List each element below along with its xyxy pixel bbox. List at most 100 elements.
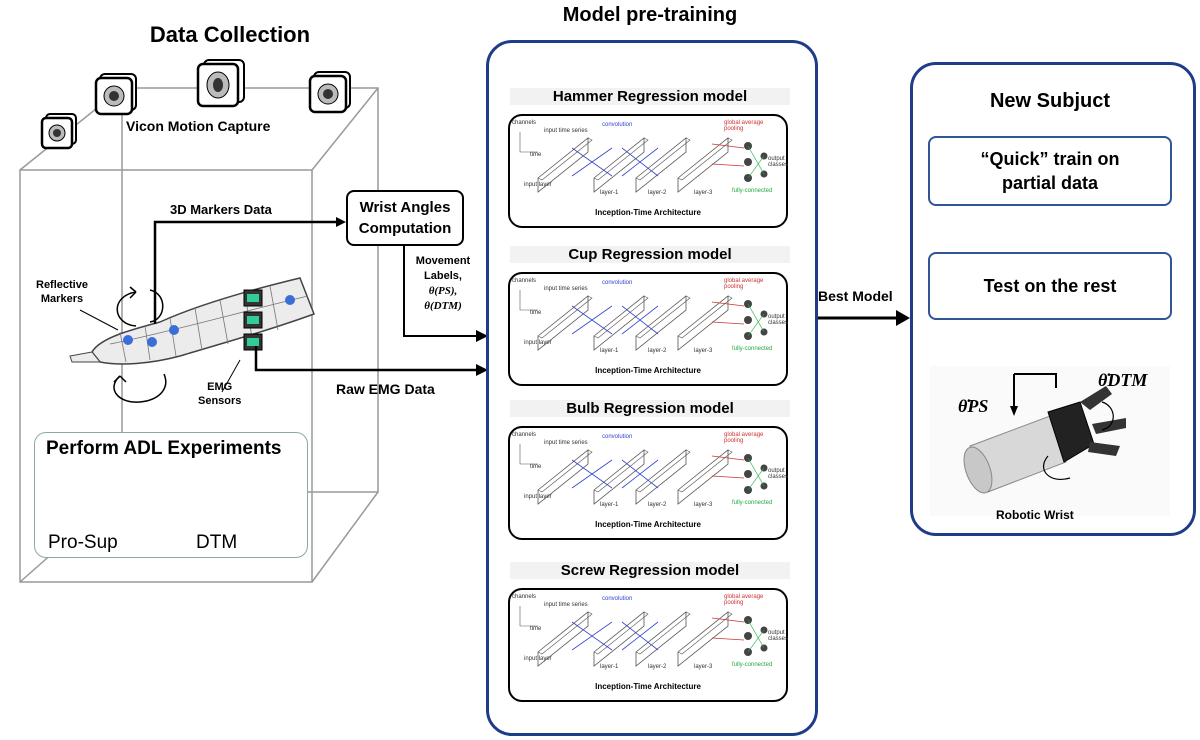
arch-layer-label: layer-3 xyxy=(694,348,713,354)
raw-emg-label: Raw EMG Data xyxy=(336,381,435,397)
arch-time-label: time xyxy=(530,152,542,158)
raw-emg-arrow xyxy=(254,346,478,372)
arch-output-label: output classes xyxy=(768,630,789,642)
pointer-line xyxy=(221,359,241,393)
reflective-markers-line: Markers xyxy=(40,293,84,305)
arch-layer-label: layer-3 xyxy=(694,664,713,670)
camera-icon xyxy=(40,113,77,150)
architecture-diagram xyxy=(519,606,768,667)
emg-sensors-line: EMG xyxy=(207,381,233,393)
rotation-arrow-icon xyxy=(113,373,167,403)
dtm-label: DTM xyxy=(196,532,238,553)
movement-labels-line: Labels, xyxy=(424,270,462,282)
arch-convolution-label: convolution xyxy=(602,434,633,440)
quick-train-line: “Quick” train on xyxy=(980,149,1120,169)
arch-convolution-label: convolution xyxy=(602,596,633,602)
arch-input-layer-label: input layer xyxy=(524,494,552,500)
arch-time-label: time xyxy=(530,310,542,316)
data-collection-title: Data Collection xyxy=(149,22,311,47)
arch-gap-label: global average pooling xyxy=(724,120,764,132)
arch-fully-connected-label: fully-connected xyxy=(732,188,773,194)
reflective-marker xyxy=(285,295,295,305)
arch-input-layer-label: input layer xyxy=(524,340,552,346)
cube-edge xyxy=(311,87,379,171)
model-title: Cup Regression model xyxy=(510,246,790,263)
cube-edge xyxy=(311,491,379,583)
arch-gap-label: global average pooling xyxy=(724,278,764,290)
arch-input-series-label: input time series xyxy=(544,602,588,608)
inception-time-architecture-box: channels time input time series convolution… xyxy=(508,588,788,702)
theta-ps-label: θ(PS), xyxy=(428,285,458,297)
arch-fully-connected-label: fully-connected xyxy=(732,662,773,668)
pointer-line xyxy=(79,309,119,331)
arch-convolution-label: convolution xyxy=(602,122,633,128)
robotic-wrist-illustration xyxy=(930,366,1170,516)
architecture-diagram xyxy=(519,290,768,351)
arch-input-series-label: input time series xyxy=(544,440,588,446)
theta-dtm-rate-label: θ̇DTM xyxy=(1098,370,1148,390)
arch-layer-label: layer-1 xyxy=(600,664,619,670)
reflective-markers-line: Reflective xyxy=(36,279,88,291)
architecture-caption: Inception-Time Architecture xyxy=(595,520,701,529)
markers-data-arrow xyxy=(153,220,338,324)
arch-convolution-label: convolution xyxy=(602,280,633,286)
best-model-label: Best Model xyxy=(818,288,893,304)
adl-title: Perform ADL Experiments xyxy=(46,438,282,459)
arch-gap-label: global average pooling xyxy=(724,432,764,444)
arch-layer-label: layer-1 xyxy=(600,190,619,196)
arch-time-label: time xyxy=(530,626,542,632)
arch-channels-label: channels xyxy=(512,278,537,284)
labels-arrow xyxy=(403,246,478,337)
camera-icon xyxy=(196,59,245,108)
arch-fully-connected-label: fully-connected xyxy=(732,500,773,506)
model-title: Hammer Regression model xyxy=(510,88,790,105)
arch-layer-label: layer-1 xyxy=(600,348,619,354)
arch-layer-label: layer-2 xyxy=(648,348,667,354)
arch-layer-label: layer-3 xyxy=(694,502,713,508)
arch-output-label: output classes xyxy=(768,468,789,480)
emg-sensors-line: Sensors xyxy=(198,395,242,407)
quick-train-line: partial data xyxy=(1001,173,1099,193)
test-rest-box: Test on the rest xyxy=(928,252,1172,320)
arch-channels-label: channels xyxy=(512,120,537,126)
forearm-illustration xyxy=(69,277,315,403)
arch-time-label: time xyxy=(530,464,542,470)
reflective-marker xyxy=(147,337,157,347)
adl-experiments-box xyxy=(34,432,308,558)
reflective-marker xyxy=(169,325,179,335)
vicon-label: Vicon Motion Capture xyxy=(126,118,271,134)
wrist-angles-box: Wrist Angles Computation xyxy=(346,190,464,246)
movement-labels-line: Movement xyxy=(415,255,471,267)
camera-icon xyxy=(94,73,137,116)
inception-time-architecture-box: channels time input time series convolution… xyxy=(508,114,788,228)
theta-dtm-label: θ(DTM) xyxy=(424,300,462,312)
model-title: Bulb Regression model xyxy=(510,400,790,417)
arch-channels-label: channels xyxy=(512,594,537,600)
arch-layer-label: layer-2 xyxy=(648,502,667,508)
architecture-caption: Inception-Time Architecture xyxy=(595,208,701,217)
arch-input-layer-label: input layer xyxy=(524,656,552,662)
pretraining-title: Model pre-training xyxy=(562,4,738,26)
architecture-diagram xyxy=(519,444,768,505)
inception-time-architecture-box: channels time input time series convolution… xyxy=(508,272,788,386)
arch-output-label: output classes xyxy=(768,314,789,326)
architecture-caption: Inception-Time Architecture xyxy=(595,682,701,691)
inception-time-architecture-box: channels time input time series convolution… xyxy=(508,426,788,540)
arch-input-layer-label: input layer xyxy=(524,182,552,188)
arch-channels-label: channels xyxy=(512,432,537,438)
arch-output-label: output classes xyxy=(768,156,789,168)
test-rest-label: Test on the rest xyxy=(983,276,1117,296)
cube-front-face xyxy=(19,169,313,583)
arch-layer-label: layer-2 xyxy=(648,190,667,196)
arch-layer-label: layer-2 xyxy=(648,664,667,670)
reflective-markers-label: Reflective Markers xyxy=(36,278,88,306)
wrist-angles-line: Computation xyxy=(358,220,452,237)
arch-input-series-label: input time series xyxy=(544,286,588,292)
arch-input-series-label: input time series xyxy=(544,128,588,134)
architecture-diagram xyxy=(519,132,768,193)
robotic-wrist-label: Robotic Wrist xyxy=(996,508,1074,522)
wrist-angles-line: Wrist Angles xyxy=(359,199,451,216)
reflective-marker xyxy=(123,335,133,345)
rotation-arrow-icon xyxy=(116,291,137,327)
quick-train-box: “Quick” train on partial data xyxy=(928,136,1172,206)
